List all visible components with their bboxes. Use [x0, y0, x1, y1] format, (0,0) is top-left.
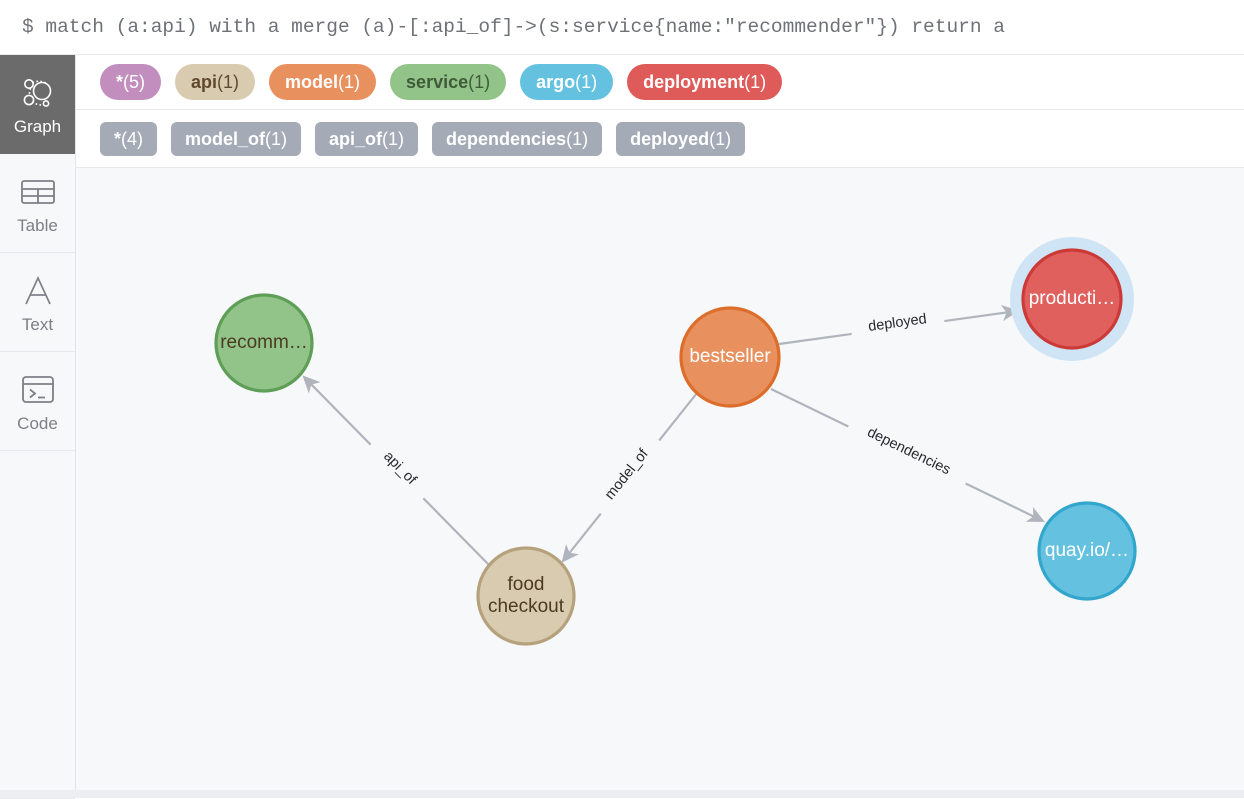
code-terminal-icon: [21, 368, 55, 412]
graph-node-production[interactable]: producti…: [1010, 237, 1134, 361]
node-label-chip-model[interactable]: model(1): [269, 64, 377, 100]
chip-count: (1): [566, 128, 589, 149]
text-a-icon: [21, 269, 55, 313]
node-circle[interactable]: [679, 306, 781, 408]
chip-count: (1): [709, 128, 732, 149]
query-bar[interactable]: $ match (a:api) with a merge (a)-[:api_o…: [0, 0, 1244, 55]
node-circle[interactable]: [476, 546, 576, 646]
chip-name: argo: [536, 72, 576, 92]
chip-count: (1): [575, 72, 598, 92]
node-circle[interactable]: [214, 293, 314, 393]
edge-line-arrow: [965, 482, 1045, 522]
chip-name: deployment: [643, 72, 745, 92]
graph-node-bestseller[interactable]: bestseller: [679, 306, 781, 408]
chip-name: service: [406, 72, 469, 92]
relationship-type-chip-row: *(4)model_of(1)api_of(1)dependencies(1)d…: [76, 110, 1244, 168]
graph-node-recommender[interactable]: recomm…: [214, 293, 314, 393]
edge-line-arrow: [561, 512, 602, 563]
sidebar-item-code[interactable]: Code: [0, 352, 75, 451]
node-label-chip-deployment[interactable]: deployment(1): [627, 64, 783, 100]
sidebar-filler: [0, 451, 75, 799]
relationship-type-chip-dependencies[interactable]: dependencies(1): [432, 121, 603, 156]
edge-line: [778, 332, 852, 346]
query-text: $ match (a:api) with a merge (a)-[:api_o…: [22, 16, 1005, 38]
chip-count: (1): [382, 128, 405, 149]
chip-name: deployed: [630, 128, 710, 149]
graph-edge-model_of[interactable]: [561, 392, 698, 563]
relationship-type-chip-all[interactable]: *(4): [100, 121, 158, 156]
chip-count: (1): [468, 72, 491, 92]
edge-label-deployed: deployed: [867, 311, 927, 335]
sidebar-item-text-label: Text: [21, 315, 54, 334]
node-label-chip-service[interactable]: service(1): [390, 64, 507, 100]
edge-line-arrow: [944, 305, 1020, 323]
edge-line: [658, 392, 698, 442]
bottom-strip: [0, 790, 1244, 798]
relationship-type-chip-model_of[interactable]: model_of(1): [171, 121, 302, 156]
chip-name: model_of: [185, 128, 266, 149]
graph-edge-api_of[interactable]: [302, 375, 491, 567]
graph-edge-dependencies[interactable]: [770, 388, 1045, 522]
chip-name: dependencies: [446, 128, 567, 149]
sidebar-item-graph[interactable]: Graph: [0, 55, 75, 154]
relationship-type-chip-api_of[interactable]: api_of(1): [315, 121, 419, 156]
sidebar-item-graph-label: Graph: [13, 117, 62, 136]
node-label-chip-all[interactable]: *(5): [100, 64, 162, 100]
sidebar-item-code-label: Code: [17, 414, 58, 433]
chip-count: (5): [123, 72, 146, 92]
chip-count: (1): [338, 72, 361, 92]
chip-count: (1): [744, 72, 767, 92]
edge-line-arrow: [302, 375, 372, 446]
edge-label-model_of: model_of: [602, 445, 652, 502]
sidebar-item-table-label: Table: [17, 216, 58, 235]
graph-node-quay[interactable]: quay.io/…: [1037, 501, 1137, 601]
graph-visualization[interactable]: api_of model_of deployed dependencies recom…: [76, 168, 1244, 790]
edges-layer: [302, 305, 1045, 567]
node-label-chip-row: *(5)api(1)model(1)service(1)argo(1)deplo…: [76, 55, 1244, 110]
chip-count: (1): [265, 128, 288, 149]
edge-line: [422, 497, 491, 567]
node-circle[interactable]: [1037, 501, 1137, 601]
graph-nodes-icon: [20, 71, 56, 115]
sidebar-item-table[interactable]: Table: [0, 154, 75, 253]
chip-count: (4): [121, 128, 144, 149]
edge-line: [770, 388, 849, 428]
chip-name: model: [285, 72, 339, 92]
relationship-type-chip-deployed[interactable]: deployed(1): [616, 121, 746, 156]
table-icon: [20, 170, 56, 214]
sidebar-item-text[interactable]: Text: [0, 253, 75, 352]
edge-labels-layer: api_of model_of deployed dependencies: [380, 311, 953, 503]
edge-label-api_of: api_of: [380, 448, 420, 488]
edge-label-dependencies: dependencies: [865, 424, 953, 478]
graph-edge-deployed[interactable]: [778, 305, 1020, 346]
node-label-chip-argo[interactable]: argo(1): [520, 64, 614, 100]
chip-count: (1): [217, 72, 240, 92]
chip-name: api_of: [329, 128, 383, 149]
view-mode-sidebar: Graph Table Text: [0, 55, 76, 799]
node-circle[interactable]: [1021, 248, 1123, 350]
graph-canvas[interactable]: api_of model_of deployed dependencies recom…: [76, 168, 1244, 790]
node-label-chip-api[interactable]: api(1): [175, 64, 256, 100]
chip-name: *: [114, 128, 122, 149]
chip-name: *: [116, 72, 124, 92]
chip-name: api: [191, 72, 218, 92]
legend-panel: *(5)api(1)model(1)service(1)argo(1)deplo…: [76, 55, 1244, 168]
